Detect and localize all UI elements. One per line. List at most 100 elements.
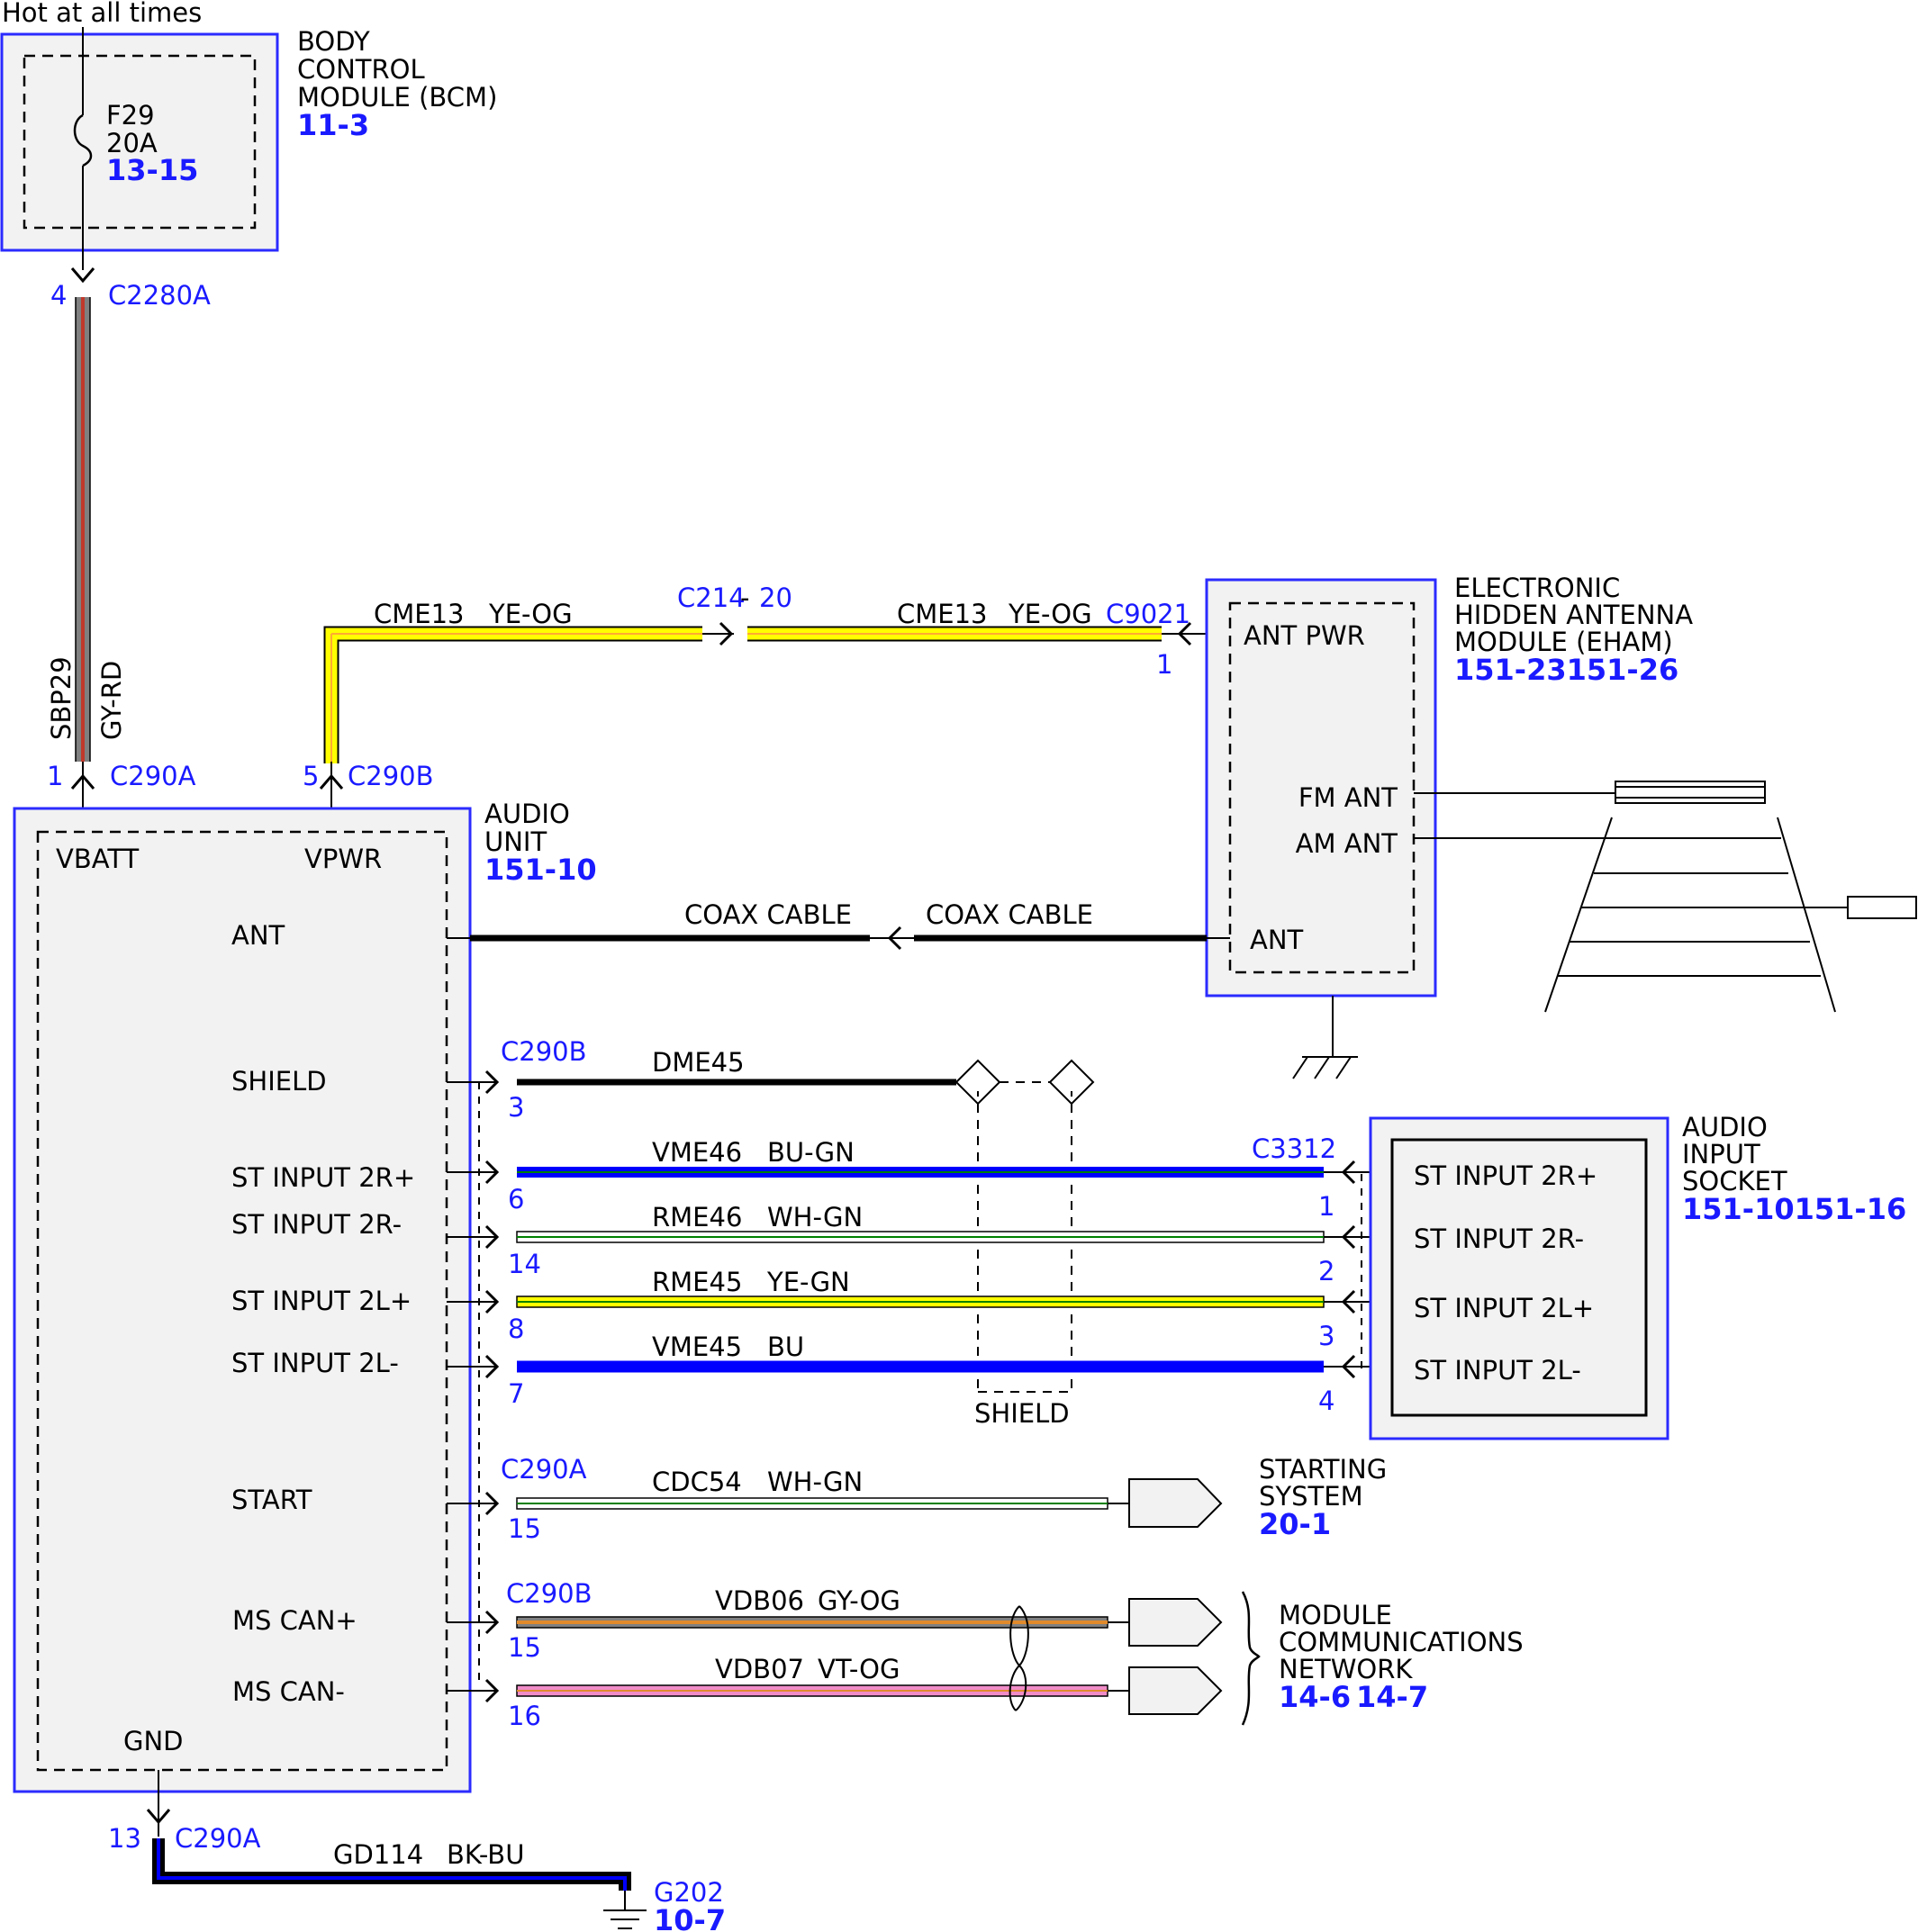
c2280a-connector-icon [70,267,95,284]
vme45-left-connector-icon [484,1354,500,1379]
cdc54-connector-icon [484,1491,500,1516]
bcm-title-2: CONTROL [297,54,425,85]
eham-box [1205,578,1437,998]
starting-ref: 20-1 [1259,1507,1331,1541]
eham-ref: 151-23151-26 [1454,653,1678,687]
g202-ref: 10-7 [654,1903,726,1932]
c290a-start-pin: 15 [508,1513,541,1544]
c214-name: C214 [677,582,746,613]
vme45-pin-right: 4 [1318,1386,1334,1416]
cme13-left-circuit: CME13 [374,599,465,629]
vme46-right-connector-icon [1341,1160,1356,1185]
c290a-top-pin: 1 [47,761,63,791]
audio-pin-vbatt: VBATT [56,844,140,874]
socket-pin-st2r-minus: ST INPUT 2R- [1414,1223,1584,1254]
rme45-pin-right: 3 [1318,1321,1334,1351]
shield-drain-icon [954,1059,1095,1393]
bcm-ref: 11-3 [297,108,369,142]
vdb07-circuit: VDB07 [715,1654,804,1684]
cme13-right-color: YE-OG [1008,599,1092,629]
network-title-2: COMMUNICATIONS [1279,1627,1524,1657]
c290b-can-pin-plus: 15 [508,1632,541,1663]
sbp29-circuit: SBP29 [46,656,77,740]
audio-unit-title-2: UNIT [484,826,547,857]
vdb06-circuit: VDB06 [715,1585,804,1616]
gd114-wire [157,1838,627,1891]
c9021-name: C9021 [1106,599,1190,629]
audio-pin-st2l-plus: ST INPUT 2L+ [231,1286,412,1316]
c3312-name: C3312 [1252,1133,1336,1164]
dme45-pin: 3 [508,1092,524,1123]
socket-inner [1390,1138,1648,1417]
rme45-right-connector-icon [1341,1289,1356,1314]
socket-ref: 151-10151-16 [1682,1192,1906,1226]
network-ref-1: 14-6 [1279,1680,1351,1714]
audio-unit-ref: 151-10 [484,853,597,887]
bcm-title-1: BODY [297,26,370,57]
c2280a-name: C2280A [108,280,211,311]
twisted-pair-icon [1009,1605,1029,1711]
network-ref-2: 14-7 [1356,1680,1428,1714]
audio-pin-gnd: GND [123,1726,184,1756]
c290b-can-name: C290B [506,1578,593,1609]
gd114-color: BK-BU [447,1839,524,1870]
c2280a-pin: 4 [50,280,67,311]
dme45-connector-icon [484,1070,500,1095]
antenna-grid-icon [1544,781,1917,1013]
c290a-start-name: C290A [501,1454,587,1485]
socket-title-3: SOCKET [1682,1166,1787,1196]
vme45-right-connector-icon [1341,1354,1356,1379]
eham-ground-icon [1292,1056,1358,1079]
audio-pin-ant: ANT [231,920,285,951]
vdb06-connector-icon [484,1610,500,1635]
audio-unit-box [13,807,472,1793]
network-title-1: MODULE [1279,1600,1392,1630]
c290a-gnd-connector-icon [146,1809,171,1825]
audio-pin-ms-can-plus: MS CAN+ [232,1605,357,1636]
g202-ground-icon [603,1891,647,1929]
c290b-top-name: C290B [348,761,434,791]
rme45-pin-left: 8 [508,1314,524,1344]
rme46-left-connector-icon [484,1224,500,1250]
eham-title-2: HIDDEN ANTENNA [1454,600,1693,630]
cme13-left-wire [325,627,702,763]
vdb07-connector-icon [484,1678,500,1703]
rme45-left-connector-icon [484,1289,500,1314]
audio-pin-shield: SHIELD [231,1066,327,1097]
rme45-color: YE-GN [766,1267,850,1297]
dme45-circuit: DME45 [652,1047,745,1078]
starting-title-1: STARTING [1259,1454,1387,1485]
gd114-circuit: GD114 [333,1839,423,1870]
bcm-title-3: MODULE (BCM) [297,82,497,113]
vme45-circuit: VME45 [652,1332,742,1362]
rme45-circuit: RME45 [652,1267,742,1297]
vdb07-color: VT-OG [818,1654,900,1684]
can-minus-arrow-icon [1128,1666,1223,1715]
cdc54-circuit: CDC54 [652,1467,742,1497]
vme46-color: BU-GN [767,1137,855,1168]
eham-inner [1228,601,1416,974]
vme46-circuit: VME46 [652,1137,742,1168]
fuse-ref: 13-15 [106,153,198,187]
c9021-pin: 1 [1156,649,1172,680]
can-plus-arrow-icon [1128,1598,1223,1647]
socket-title-2: INPUT [1682,1139,1760,1169]
fuse-name: F29 [106,100,155,131]
cme13-right-circuit: CME13 [897,599,988,629]
c290a-gnd-name: C290A [175,1823,261,1854]
socket-pin-st2r-plus: ST INPUT 2R+ [1414,1160,1597,1191]
brace-icon [1241,1591,1261,1726]
eham-title-1: ELECTRONIC [1454,573,1620,603]
vme46-pin-right: 1 [1318,1191,1334,1222]
bcm-box [0,32,279,252]
rme46-pin-left: 14 [508,1249,541,1279]
audio-unit-inner [36,830,448,1772]
coax-left-label: COAX CABLE [684,899,852,930]
vme45-pin-left: 7 [508,1378,524,1409]
socket-box [1369,1116,1669,1440]
socket-pin-st2l-plus: ST INPUT 2L+ [1414,1293,1594,1323]
svg-text:-: - [740,582,749,613]
c9021-connector-icon [1177,621,1192,646]
rme46-color: WH-GN [767,1202,863,1232]
